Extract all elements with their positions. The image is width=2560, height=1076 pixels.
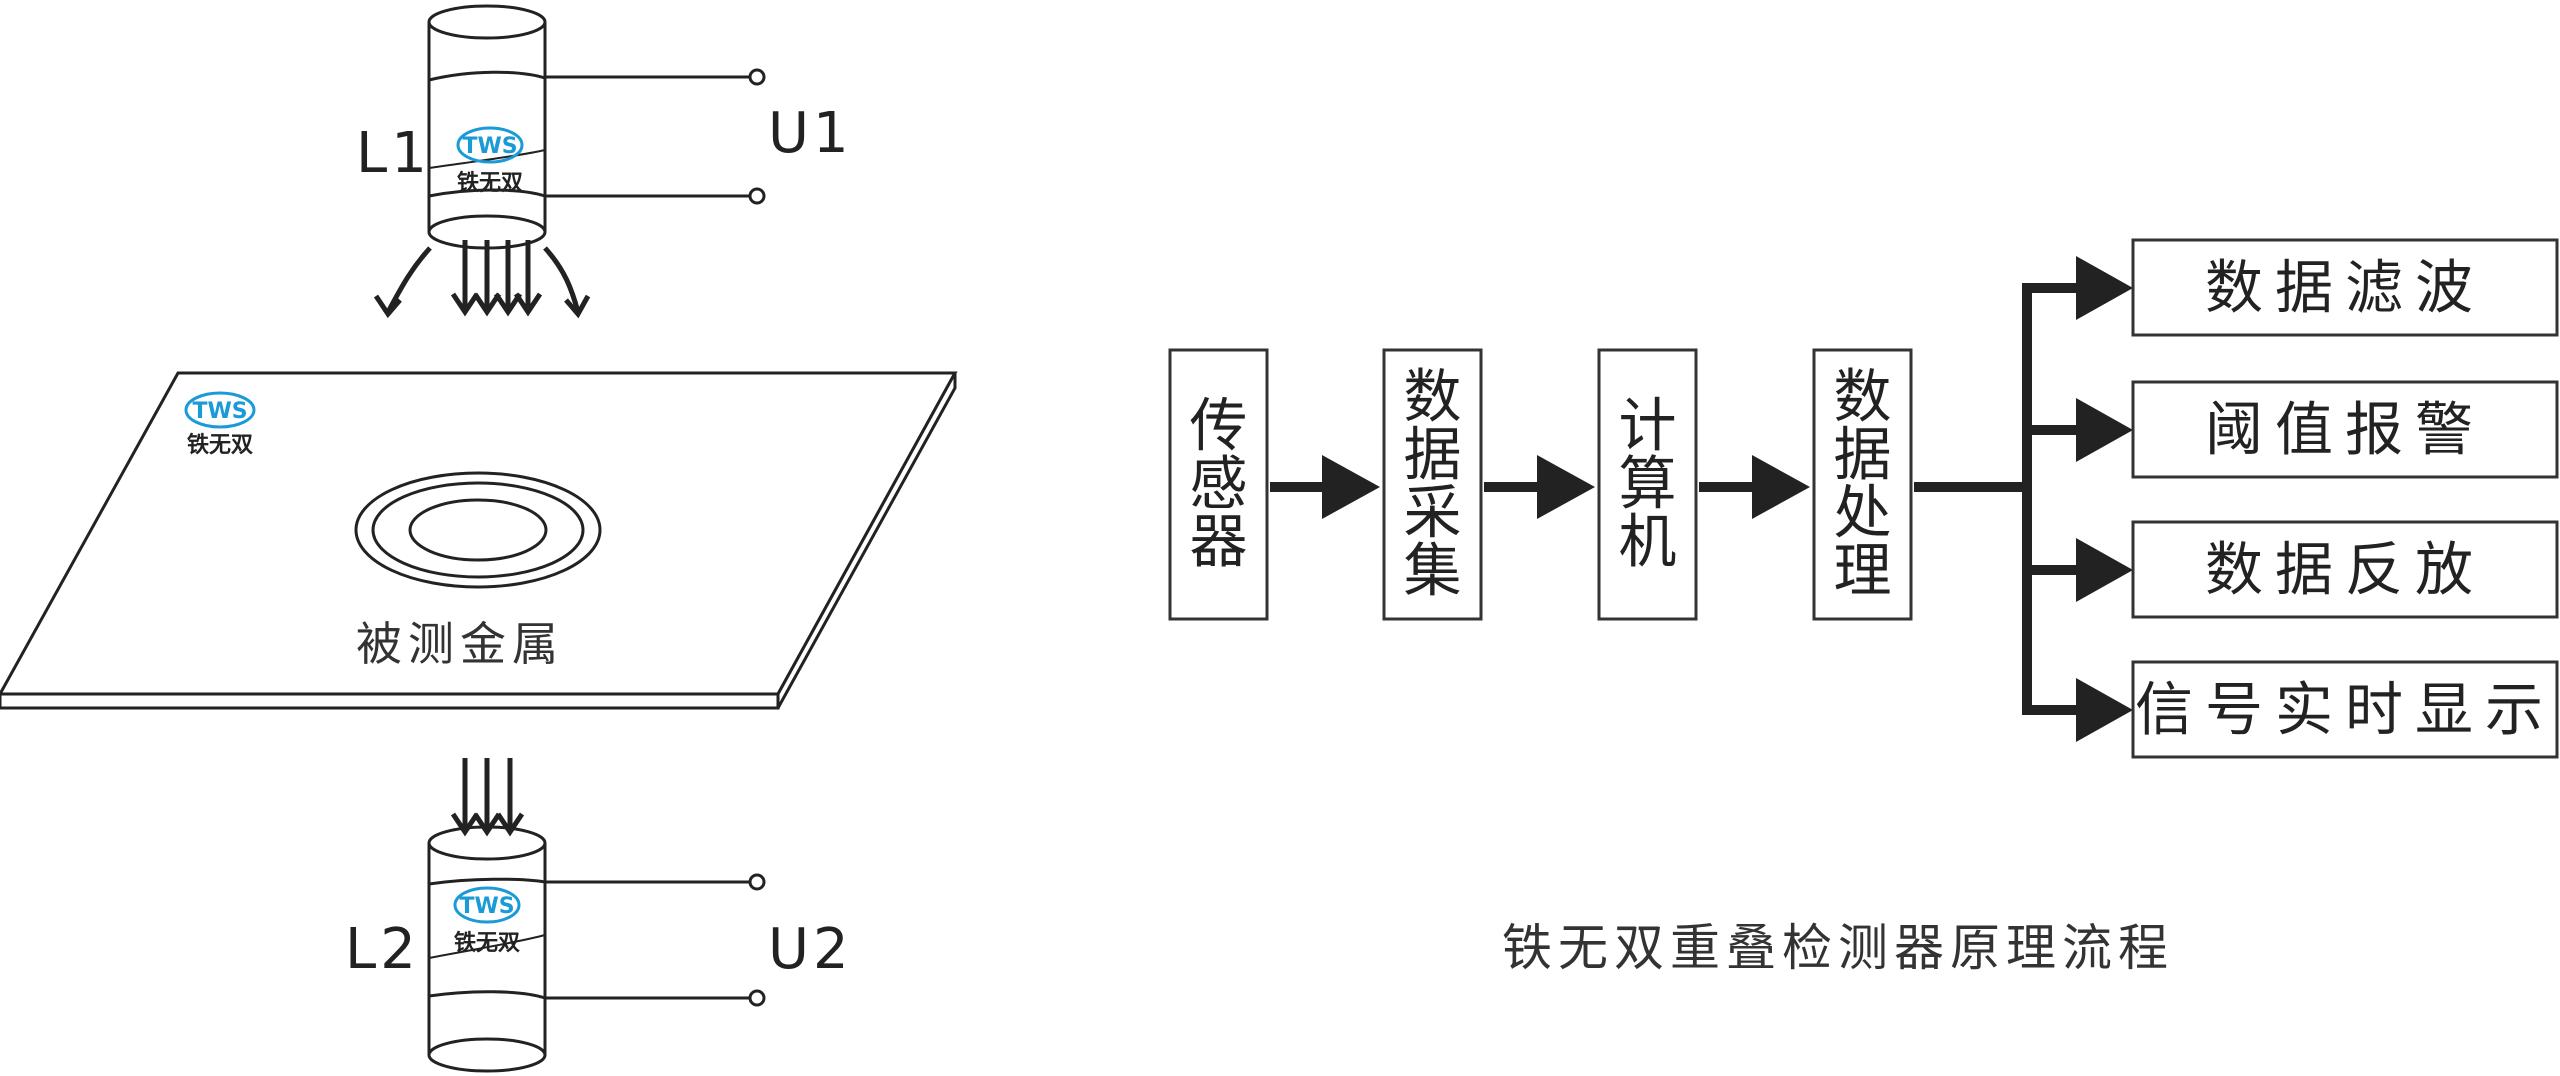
logo-brand-text: TWS: [459, 894, 514, 919]
coil-bottom-label: L2: [345, 917, 420, 982]
coil-bottom: [427, 825, 766, 1073]
flow-stage-char: 数: [1833, 363, 1891, 431]
flow-output-label: 数据反放: [2205, 536, 2485, 604]
flow-stage-char: 机: [1618, 508, 1676, 576]
logo-name-text: 铁无双: [457, 170, 523, 196]
flow-stage-char: 集: [1403, 537, 1461, 605]
coil-top-voltage: U1: [768, 101, 853, 166]
flow-stage-char: 据: [1403, 421, 1461, 489]
flow-stage-box: 计算机: [1597, 348, 1698, 621]
logo-plate: TWS 铁无双: [184, 391, 256, 458]
logo-top-coil: TWS 铁无双: [456, 126, 524, 196]
coil-top: [427, 4, 766, 250]
logo-name-text: 铁无双: [187, 432, 253, 458]
flow-stage-char: 据: [1833, 421, 1891, 489]
flow-stage-char: 传: [1189, 392, 1247, 460]
eddy-current-rings: [354, 471, 602, 589]
coil-bottom-voltage: U2: [768, 917, 853, 982]
flow-stage-char: 感: [1189, 450, 1247, 518]
coil-top-label: L1: [356, 121, 431, 186]
flow-stage-char: 算: [1618, 450, 1676, 518]
flow-output-label: 数据滤波: [2205, 254, 2485, 322]
flow-stage-char: 数: [1403, 363, 1461, 431]
flow-output-box: 数据滤波: [2131, 238, 2559, 337]
flux-arrows-top: [385, 240, 581, 314]
logo-brand-text: TWS: [192, 399, 247, 424]
flow-stage-box: 传感器: [1168, 348, 1269, 621]
flow-stage-char: 采: [1403, 479, 1461, 547]
flow-stage-char: 器: [1189, 508, 1247, 576]
logo-name-text: 铁无双: [454, 930, 520, 956]
flow-stage-char: 理: [1833, 537, 1891, 605]
flow-branch: [1914, 256, 2133, 742]
flow-connectors: [1270, 455, 1810, 519]
flow-output-box: 信号实时显示: [2131, 660, 2559, 759]
metal-plate: [0, 371, 958, 710]
plate-label: 被测金属: [356, 617, 564, 671]
logo-bottom-coil: TWS 铁无双: [453, 886, 521, 956]
flux-arrowheads-top: [373, 292, 591, 319]
flow-output-label: 阈值报警: [2205, 396, 2485, 464]
flow-stage-char: 计: [1618, 392, 1676, 460]
logo-brand-text: TWS: [462, 134, 517, 159]
flow-output-box: 数据反放: [2131, 520, 2559, 619]
flux-arrows-bottom: [450, 758, 525, 837]
flow-output-label: 信号实时显示: [2135, 676, 2555, 744]
flow-output-box: 阈值报警: [2131, 380, 2559, 479]
flow-stage-char: 处: [1833, 479, 1891, 547]
diagram-caption: 铁无双重叠检测器原理流程: [1502, 919, 2174, 977]
